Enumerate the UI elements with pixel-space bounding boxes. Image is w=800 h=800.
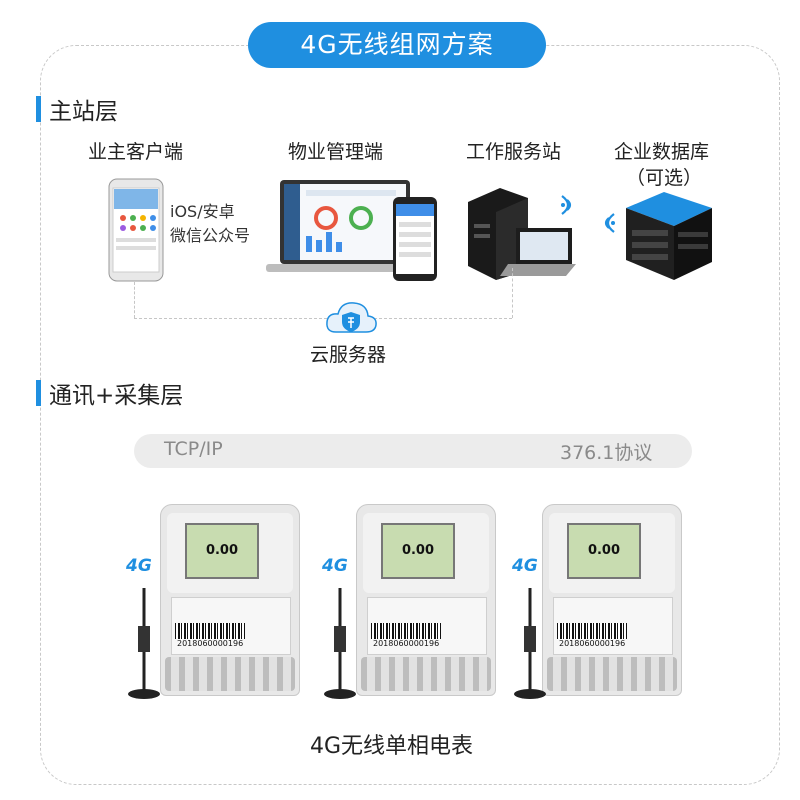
enterprise-db-sub: （可选） — [626, 167, 703, 189]
wifi-icon — [561, 195, 572, 215]
section-accent-bar — [36, 380, 41, 406]
connector — [134, 318, 512, 319]
meter-serial: 2018060000196 — [373, 639, 440, 648]
antenna-icon — [324, 588, 356, 699]
work-station-label: 工作服务站 — [466, 141, 562, 163]
antenna-4g-tag: 4G — [126, 556, 152, 576]
connector — [512, 268, 513, 318]
protocol-right-label: 376.1协议 — [560, 442, 653, 464]
smartphone-icon — [108, 178, 164, 282]
enterprise-db-label: 企业数据库 — [614, 141, 710, 163]
cloud-shield-icon — [326, 302, 377, 333]
electric-meter-icon: 0.00 2018060000196 — [356, 504, 496, 696]
section-accent-bar — [36, 96, 41, 122]
meter-serial: 2018060000196 — [177, 639, 244, 648]
barcode — [557, 623, 627, 639]
electric-meter-icon: 0.00 2018060000196 — [160, 504, 300, 696]
laptop-icon — [266, 180, 424, 272]
barcode — [175, 623, 245, 639]
tablet-icon — [393, 197, 437, 281]
meter-caption: 4G无线单相电表 — [310, 734, 474, 759]
antenna-4g-tag: 4G — [322, 556, 348, 576]
antenna-icon — [514, 588, 546, 699]
section-master-label: 主站层 — [49, 99, 118, 125]
meter-lcd: 0.00 — [185, 523, 259, 579]
section-master: 主站层 — [36, 92, 118, 126]
meter-serial: 2018060000196 — [559, 639, 626, 648]
meter-lcd: 0.00 — [381, 523, 455, 579]
server-tower-icon — [468, 188, 576, 280]
electric-meter-icon: 0.00 2018060000196 — [542, 504, 682, 696]
owner-sub-line1: iOS/安卓 — [170, 202, 235, 221]
wifi-icon — [604, 213, 615, 233]
section-comm: 通讯+采集层 — [36, 376, 183, 410]
connector — [134, 282, 135, 318]
antenna-icon — [128, 588, 160, 699]
meter-lcd: 0.00 — [567, 523, 641, 579]
owner-sub-line2: 微信公众号 — [170, 226, 251, 245]
antenna-4g-tag: 4G — [512, 556, 538, 576]
protocol-left-label: TCP/IP — [164, 438, 223, 460]
page-title: 4G无线组网方案 — [248, 22, 546, 68]
protocol-bar — [134, 434, 692, 468]
section-comm-label: 通讯+采集层 — [49, 383, 184, 409]
owner-client-label: 业主客户端 — [88, 141, 184, 163]
cloud-server-label: 云服务器 — [310, 344, 387, 366]
database-server-icon — [626, 192, 712, 280]
barcode — [371, 623, 441, 639]
property-mgmt-label: 物业管理端 — [288, 141, 384, 163]
